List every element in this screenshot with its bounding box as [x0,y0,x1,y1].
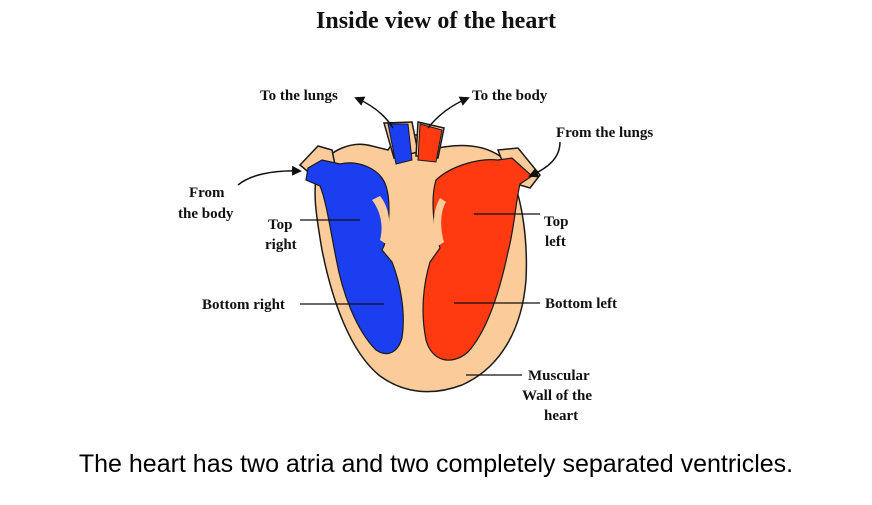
label-wall-line3: heart [544,408,578,424]
leader-lines [300,213,540,376]
label-from-body-line1: From [189,185,225,201]
label-bottom-right: Bottom right [202,297,285,313]
label-from-lungs: From the lungs [556,125,653,141]
arrow-to-body [427,96,470,129]
label-top-left-line1: Top [544,214,568,230]
label-to-body: To the body [472,88,548,104]
septum [405,164,420,381]
flow-arrows [237,96,561,186]
label-top-right-line1: Top [268,217,292,233]
right-heart-chambers [305,123,413,355]
arrow-from-body [237,165,302,186]
label-from-body-line2: the body [178,206,234,222]
label-top-left-line2: left [545,234,566,250]
left-heart-chambers [417,123,533,361]
arrow-to-lungs [354,96,394,129]
label-wall-line2: Wall of the [522,388,592,404]
arrow-from-lungs [528,141,561,178]
caption: The heart has two atria and two complete… [78,450,794,478]
label-top-right-line2: right [265,237,297,253]
label-bottom-left: Bottom left [545,296,617,312]
diagram-title: Inside view of the heart [316,8,556,34]
label-wall-line1: Muscular [528,368,590,384]
label-to-lungs: To the lungs [260,88,338,104]
